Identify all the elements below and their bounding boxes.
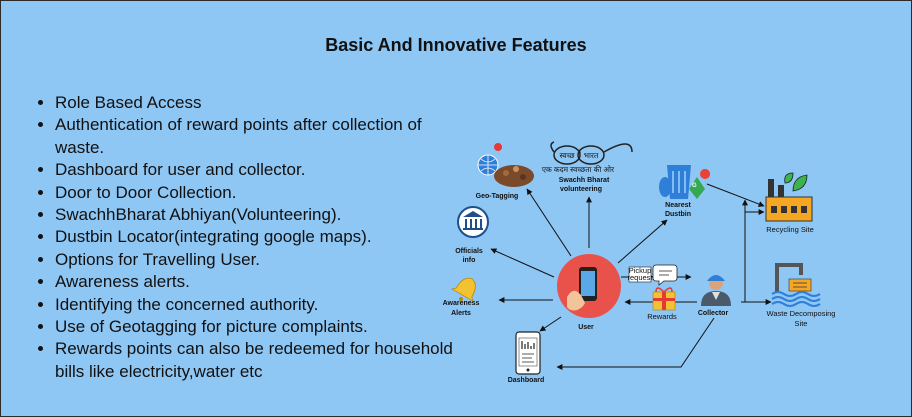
map-pin-icon: G xyxy=(689,169,711,199)
svg-text:Nearest: Nearest xyxy=(665,202,691,209)
garbage-heap-icon xyxy=(494,165,534,187)
list-item: Door to Door Collection. xyxy=(55,182,475,204)
svg-text:Recycling Site: Recycling Site xyxy=(766,225,814,234)
svg-text:G: G xyxy=(692,183,697,189)
map-pin-icon xyxy=(494,143,503,161)
svg-text:request: request xyxy=(627,273,653,282)
svg-text:Swachh Bharat: Swachh Bharat xyxy=(559,177,610,184)
nearest-dustbin-node: G Nearest Dustbin xyxy=(659,165,711,218)
svg-text:volunteering: volunteering xyxy=(560,186,602,193)
awareness-alerts-node: Awareness Alerts xyxy=(443,277,480,317)
gift-icon xyxy=(652,287,676,311)
svg-text:Alerts: Alerts xyxy=(451,310,471,317)
svg-text:भारत: भारत xyxy=(584,151,599,160)
svg-text:Pickup: Pickup xyxy=(629,266,652,275)
svg-text:स्वच्छ: स्वच्छ xyxy=(559,151,575,160)
list-item: Awareness alerts. xyxy=(55,271,475,293)
svg-text:Dashboard: Dashboard xyxy=(508,377,545,384)
svg-text:Collector: Collector xyxy=(698,310,729,317)
feature-list: Role Based Access Authentication of rewa… xyxy=(35,92,475,383)
recycling-site-node: Recycling Site xyxy=(765,172,814,234)
svg-text:Site: Site xyxy=(795,319,808,328)
svg-text:Officials: Officials xyxy=(455,248,483,255)
geotagging-node: Geo-Tagging xyxy=(476,143,534,200)
worker-icon xyxy=(701,275,731,306)
list-item: Options for Travelling User. xyxy=(55,249,475,271)
bell-icon xyxy=(451,277,476,302)
list-item: Rewards points can also be redeemed for … xyxy=(55,338,475,383)
list-item: Role Based Access xyxy=(55,92,475,114)
leaf-icon xyxy=(784,172,794,184)
officials-info-node: Officials info xyxy=(455,206,489,264)
user-label: User xyxy=(578,324,594,331)
svg-text:Rewards: Rewards xyxy=(647,312,677,321)
arrow-collector-dashboard xyxy=(556,317,715,370)
government-building-icon xyxy=(463,211,483,230)
svg-text:Awareness: Awareness xyxy=(443,300,480,307)
collector-node: Collector xyxy=(698,275,731,317)
factory-icon xyxy=(765,179,813,222)
list-item: Dashboard for user and collector. xyxy=(55,159,475,181)
svg-text:Dustbin: Dustbin xyxy=(665,211,691,218)
user-node: User xyxy=(557,254,621,331)
arrow-user-geotagging xyxy=(526,188,572,257)
page-title: Basic And Innovative Features xyxy=(325,35,587,55)
arrow-user-dashboard xyxy=(539,316,562,332)
svg-text:Waste Decomposing: Waste Decomposing xyxy=(767,309,836,318)
arrow-dustbin-recycling xyxy=(706,183,765,207)
treatment-plant-icon xyxy=(771,263,821,307)
arrow-user-dustbin xyxy=(617,219,668,264)
arrow-user-officials xyxy=(490,248,555,278)
pickup-request-node: Pickup request xyxy=(627,264,678,286)
svg-text:एक कदम स्वच्छता की ओर: एक कदम स्वच्छता की ओर xyxy=(542,165,615,174)
hand-icon xyxy=(567,290,585,311)
dashboard-node: Dashboard xyxy=(508,331,545,384)
leaf-icon xyxy=(792,174,808,192)
list-item: Dustbin Locator(integrating google maps)… xyxy=(55,226,475,248)
swachh-bharat-node: स्वच्छ भारत एक कदम स्वच्छता की ओर Swachh… xyxy=(542,141,633,193)
rewards-node: Rewards xyxy=(647,287,677,321)
waste-decomposing-node: Waste Decomposing Site xyxy=(767,263,836,328)
list-item: Identifying the concerned authority. xyxy=(55,294,475,316)
list-item: Authentication of reward points after co… xyxy=(55,114,475,159)
svg-text:info: info xyxy=(463,257,476,264)
list-item: Use of Geotagging for picture complaints… xyxy=(55,316,475,338)
svg-text:Geo-Tagging: Geo-Tagging xyxy=(476,193,519,200)
glasses-icon xyxy=(550,141,633,165)
list-item: SwachhBharat Abhiyan(Volunteering). xyxy=(55,204,475,226)
